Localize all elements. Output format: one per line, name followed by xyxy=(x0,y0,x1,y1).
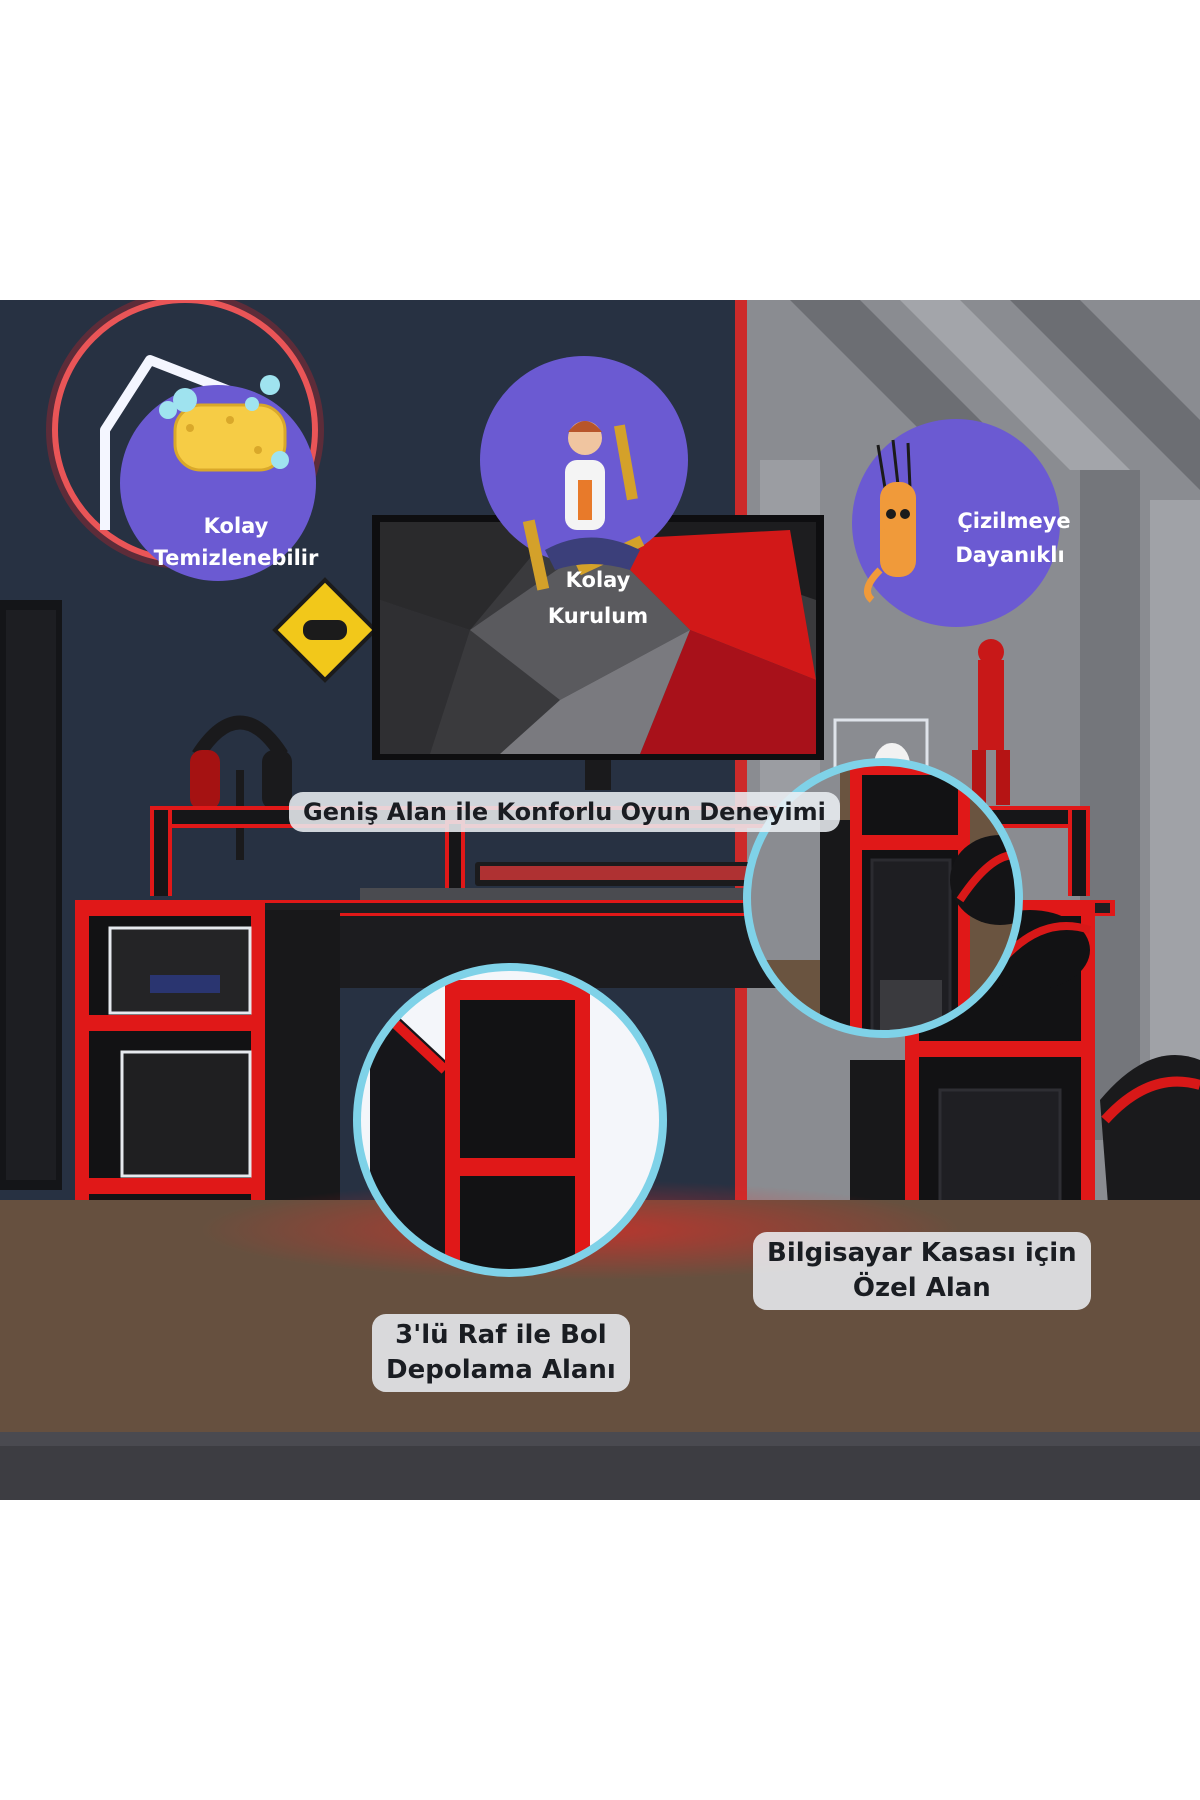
shelf-caption-line2: Depolama Alanı xyxy=(386,1355,616,1386)
scratch-line2: Dayanıklı xyxy=(955,543,1064,567)
gamepad-warning-sign xyxy=(272,577,378,683)
cat-claw-icon xyxy=(864,439,916,603)
scratch-line1: Çizilmeye xyxy=(957,509,1070,533)
headline-caption: Geniş Alan ile Konforlu Oyun Deneyimi xyxy=(289,792,840,833)
easy-setup-line1: Kolay xyxy=(566,568,631,592)
easy-clean-line1: Kolay xyxy=(204,514,269,538)
easy-clean-badge: Kolay Temizlenebilir xyxy=(120,375,319,581)
easy-clean-line2: Temizlenebilir xyxy=(154,546,319,570)
assembly-person-icon xyxy=(522,421,645,591)
scratch-resistant-badge: Çizilmeye Dayanıklı xyxy=(852,419,1071,627)
zoom-shelf-detail xyxy=(353,963,667,1277)
shelf-caption-line1: 3'lü Raf ile Bol xyxy=(395,1320,607,1350)
case-caption-line1: Bilgisayar Kasası için xyxy=(767,1238,1077,1268)
action-figure xyxy=(972,639,1010,805)
sponge-icon xyxy=(159,375,289,472)
shelf-caption: 3'lü Raf ile Bol Depolama Alanı xyxy=(372,1314,630,1393)
case-caption: Bilgisayar Kasası için Özel Alan xyxy=(753,1232,1091,1311)
product-scene: Kolay Temizlenebilir Kolay Kurulum Çizil… xyxy=(0,300,1200,1500)
easy-setup-badge: Kolay Kurulum xyxy=(480,356,688,628)
easy-setup-line2: Kurulum xyxy=(548,604,648,628)
floor-speaker xyxy=(0,600,62,1190)
case-caption-line2: Özel Alan xyxy=(852,1273,991,1304)
